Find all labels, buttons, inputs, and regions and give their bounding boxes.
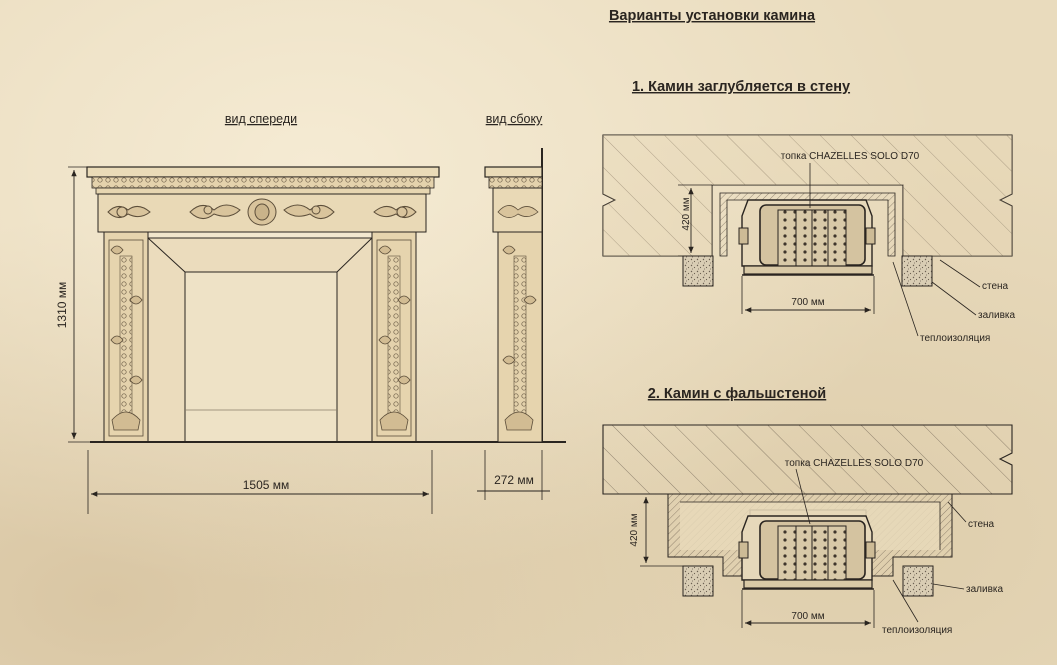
front-view-label: вид спереди — [225, 112, 297, 126]
depth-dimension — [477, 450, 550, 500]
option1-firebox-label: топка CHAZELLES SOLO D70 — [781, 151, 920, 162]
option1-insulation-label: теплоизоляция — [920, 333, 990, 344]
option2-wall-label: стена — [968, 519, 995, 530]
right-pilaster — [371, 231, 417, 443]
option2-fill-right — [902, 565, 934, 597]
option1-wall — [602, 134, 1013, 257]
option1-fill-right — [901, 255, 933, 287]
option1-fill-left — [682, 255, 714, 287]
side-view-label: вид сбоку — [486, 112, 543, 126]
option1-width-label: 700 мм — [791, 297, 824, 308]
depth-dimension-label: 272 мм — [494, 473, 534, 487]
option2-depth-label: 420 мм — [629, 513, 640, 546]
height-dimension-label: 1310 мм — [55, 282, 69, 329]
option1-wall-label: стена — [982, 281, 1009, 292]
option1-title: 1. Камин заглубляется в стену — [632, 79, 850, 95]
frieze-ornament — [107, 198, 417, 226]
fireplace-opening — [147, 237, 373, 443]
option1-diagram: 1. Камин заглубляется в стену топка CHAZ… — [602, 79, 1015, 344]
option2-title: 2. Камин с фальшстеной — [648, 386, 826, 402]
option2-width-label: 700 мм — [791, 611, 824, 622]
page-title: Варианты установки камина — [609, 8, 816, 24]
fireplace-mantel — [86, 166, 440, 233]
option2-diagram: 2. Камин с фальшстеной топка CHAZELLES S… — [602, 386, 1013, 636]
option2-firebox-label: топка CHAZELLES SOLO D70 — [785, 458, 924, 469]
option1-insulation — [719, 192, 896, 257]
front-view: вид спереди — [55, 112, 566, 514]
option1-depth-label: 420 мм — [681, 197, 692, 230]
option2-fill-left — [682, 565, 714, 597]
option2-fill-label: заливка — [966, 584, 1003, 595]
option2-insulation-label: теплоизоляция — [882, 625, 952, 636]
width-dimension — [87, 450, 433, 514]
height-dimension — [68, 166, 96, 443]
option1-fill-label: заливка — [978, 310, 1015, 321]
width-dimension-label: 1505 мм — [243, 478, 290, 492]
side-view: вид сбоку 272 мм — [477, 112, 550, 500]
option1-firebox — [738, 199, 876, 276]
left-pilaster — [103, 231, 149, 443]
option2-firebox — [738, 515, 876, 590]
